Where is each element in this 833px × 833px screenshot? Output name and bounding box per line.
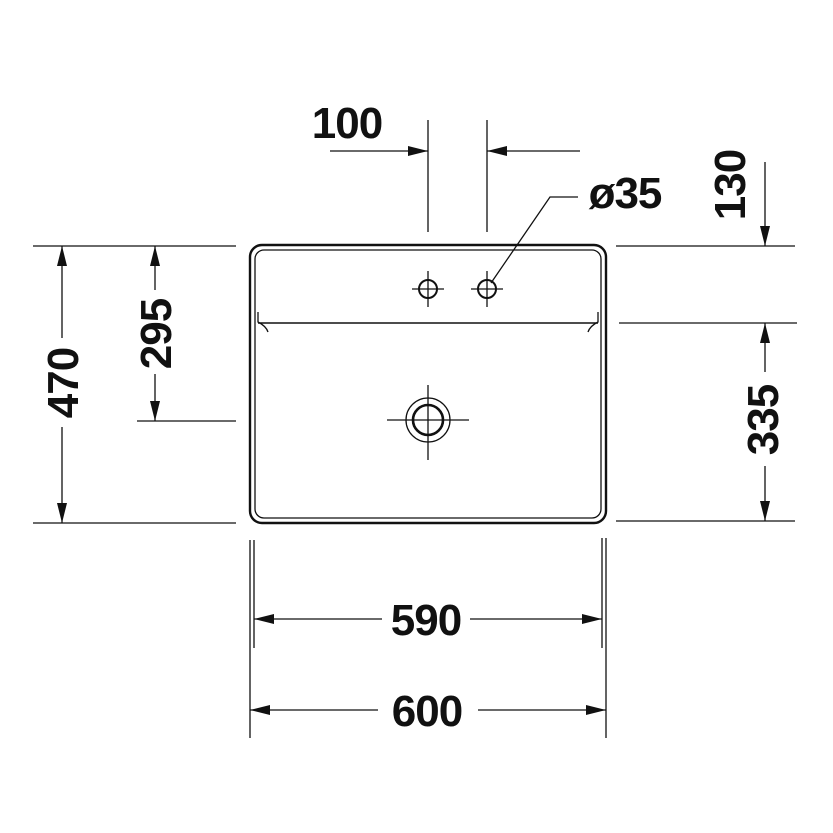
drain-icon — [387, 385, 469, 460]
tap-hole-right — [471, 271, 503, 307]
dimension-ledge-depth: 295 — [132, 246, 236, 422]
dimension-bowl-depth: 335 — [616, 322, 797, 522]
left-ledge-curl — [257, 312, 269, 333]
total-depth-label: 470 — [39, 348, 88, 418]
basin-outline — [248, 243, 608, 525]
tap-spacing-label: 100 — [312, 99, 382, 148]
tap-offset-label: 130 — [706, 150, 755, 220]
dimension-tap-spacing: 100 — [312, 99, 580, 232]
tap-diameter-label: ø35 — [589, 169, 662, 218]
outer-width-label: 600 — [392, 687, 462, 736]
inner-width-label: 590 — [391, 596, 461, 645]
bowl-depth-label: 335 — [739, 384, 788, 455]
dimension-inner-width: 590 — [253, 538, 603, 648]
dimension-total-depth: 470 — [33, 245, 236, 524]
ledge-depth-label: 295 — [132, 298, 181, 369]
right-ledge-curl — [587, 312, 599, 333]
dimension-outer-width: 600 — [249, 538, 607, 738]
dimension-tap-offset: 130 — [616, 150, 795, 247]
tap-hole-left — [412, 271, 444, 307]
dimension-tap-diameter: ø35 — [490, 169, 663, 284]
